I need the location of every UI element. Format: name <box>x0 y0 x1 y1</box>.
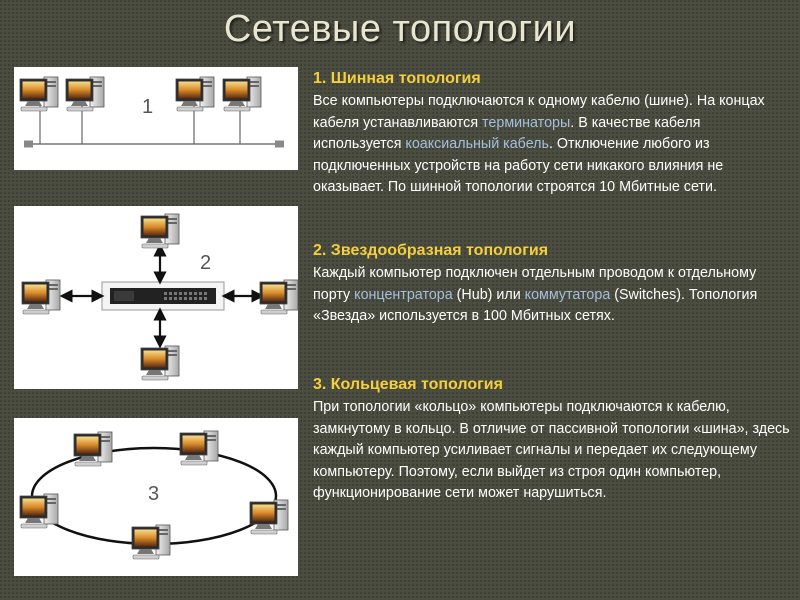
computer-icon <box>131 524 171 560</box>
computer-icon <box>249 499 289 535</box>
computer-icon <box>19 493 59 529</box>
network-switch-icon <box>101 281 225 311</box>
computer-icon <box>175 76 215 112</box>
computer-icon <box>140 213 180 249</box>
bus-topology-diagram: 1 <box>14 67 298 170</box>
section-heading: 1. Шинная топология <box>313 70 481 87</box>
term-terminators: терминаторы <box>482 114 571 131</box>
computer-icon <box>73 431 113 467</box>
computer-icon <box>19 76 59 112</box>
body-text: (Hub) или <box>452 286 525 303</box>
computer-icon <box>21 279 61 315</box>
term-hub: концентратора <box>354 286 453 303</box>
diagram-label: 3 <box>148 483 159 505</box>
ring-topology-diagram: 3 <box>14 418 298 576</box>
section-body: Все компьютеры подключаются к одному каб… <box>313 91 791 199</box>
computer-icon <box>222 76 262 112</box>
term-switch: коммутатора <box>524 286 611 303</box>
bus-cable <box>24 140 284 148</box>
computer-icon <box>259 279 298 315</box>
body-text: . Отключение любого из подключенных устр… <box>313 136 724 196</box>
diagram-label: 2 <box>200 252 211 274</box>
ring-topology-section: 3. Кольцевая топология При топологии «ко… <box>313 374 791 505</box>
body-text: (Switches). Топология «Звезда» используе… <box>313 286 758 325</box>
computer-icon <box>65 76 105 112</box>
diagram-label: 1 <box>142 96 153 118</box>
bus-topology-section: 1. Шинная топология Все компьютеры подкл… <box>313 68 791 199</box>
star-topology-section: 2. Звездообразная топология Каждый компь… <box>313 240 791 328</box>
section-body: Каждый компьютер подключен отдельным про… <box>313 263 791 328</box>
body-text: . В качестве кабеля используется <box>313 114 701 153</box>
body-text: Все компьютеры подключаются к одному каб… <box>313 93 765 131</box>
body-text: Каждый компьютер подключен отдельным про… <box>313 265 757 303</box>
section-heading: 3. Кольцевая топология <box>313 376 503 393</box>
term-coaxial-cable: коаксиальный кабель <box>405 136 549 153</box>
computer-icon <box>140 345 180 381</box>
section-body: При топологии «кольцо» компьютеры подклю… <box>313 399 790 502</box>
page-title: Сетевые топологии <box>223 8 577 50</box>
computer-icon <box>179 430 219 466</box>
star-topology-diagram: 2 <box>14 206 298 389</box>
section-heading: 2. Звездообразная топология <box>313 242 549 259</box>
